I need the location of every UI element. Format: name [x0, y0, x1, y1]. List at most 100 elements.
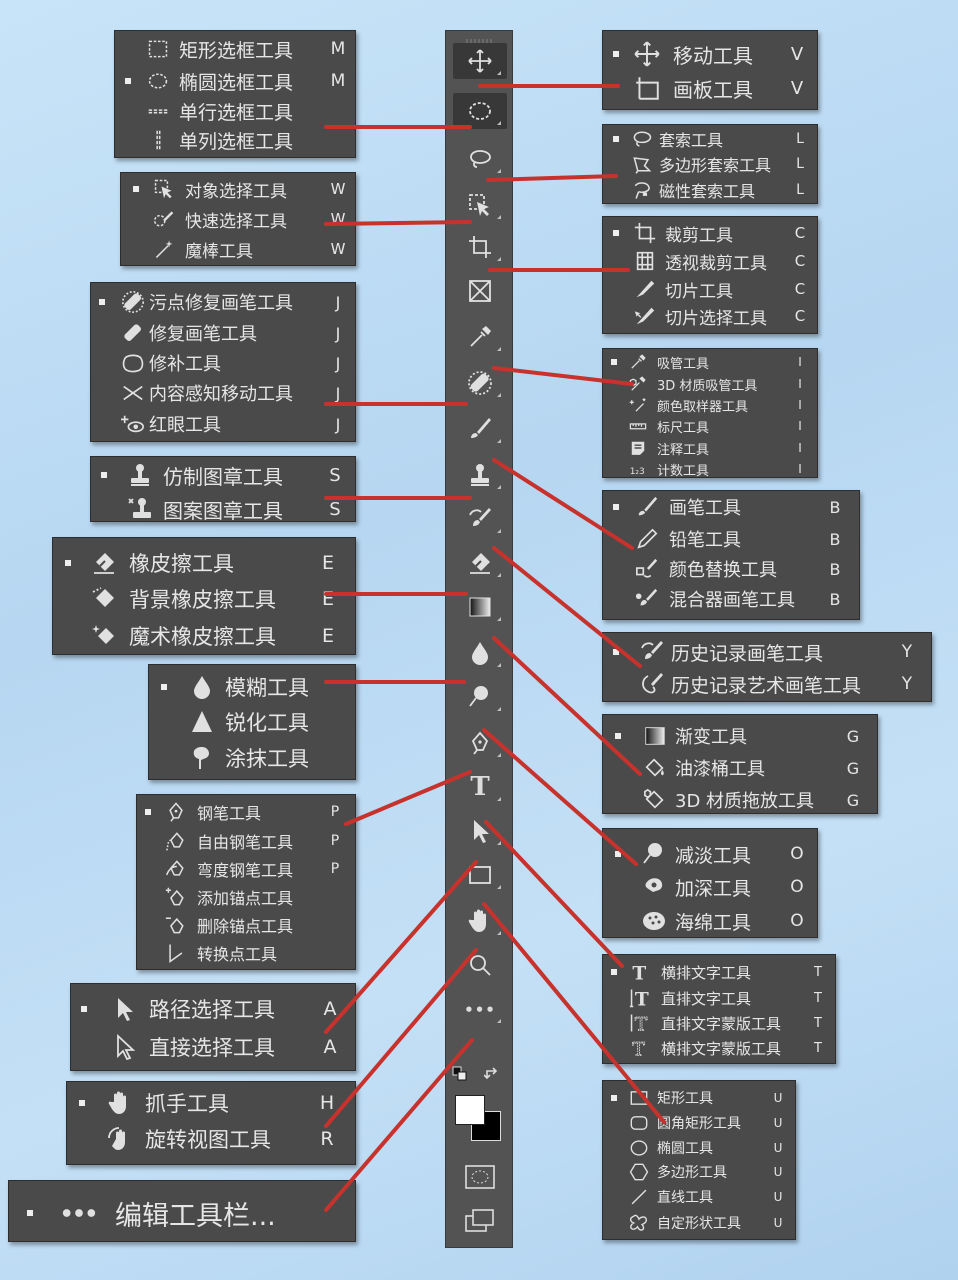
toolbar-crop-button[interactable]: [453, 229, 507, 265]
swap-colors-icon[interactable]: [484, 1065, 502, 1083]
toolbar-elliptical-marquee-button[interactable]: [453, 93, 507, 129]
flyout-item-blur[interactable]: 模糊工具: [149, 673, 355, 701]
toolbar-path-selection-button[interactable]: [453, 813, 507, 849]
quick-selection-icon: [153, 208, 175, 230]
flyout-item-single-column-marquee[interactable]: 单列选框工具: [115, 128, 355, 153]
toolbar-blur-button[interactable]: [453, 635, 507, 671]
flyout-item-single-row-marquee[interactable]: 单行选框工具: [115, 99, 355, 124]
screen-mode-icon[interactable]: [464, 1208, 496, 1234]
zoom-icon: [467, 952, 493, 978]
toolbar-eraser-button[interactable]: [453, 545, 507, 581]
flyout-item-more[interactable]: 编辑工具栏...: [9, 1192, 355, 1234]
toolbar-move-button[interactable]: [453, 43, 507, 79]
toolbar-pen-button[interactable]: [453, 725, 507, 761]
flyout-item-add-anchor[interactable]: 添加锚点工具: [137, 885, 355, 909]
toolbar-history-brush-button[interactable]: [453, 501, 507, 537]
toolbar-clone-stamp-button[interactable]: [453, 457, 507, 493]
toolbar-lasso-button[interactable]: [453, 141, 507, 177]
toolbar-zoom-button[interactable]: [453, 947, 507, 983]
toolbar-more-button[interactable]: •••: [453, 991, 507, 1027]
toolbar-object-selection-button[interactable]: [453, 187, 507, 223]
default-colors-icon[interactable]: [452, 1066, 468, 1082]
quick-mask-icon[interactable]: [464, 1164, 496, 1190]
toolbar-gradient-button[interactable]: [453, 589, 507, 625]
toolbar-eyedropper-button[interactable]: [453, 319, 507, 355]
flyout-item-delete-anchor[interactable]: 删除锚点工具: [137, 913, 355, 937]
toolbar-rectangle-button[interactable]: [453, 857, 507, 893]
toolbar-dodge-button[interactable]: [453, 679, 507, 715]
toolbar-spot-healing-button[interactable]: [453, 365, 507, 401]
flyout-item-convert-point[interactable]: 转换点工具: [137, 941, 355, 965]
foreground-color-swatch[interactable]: [455, 1095, 485, 1125]
toolbar-frame-button[interactable]: [453, 273, 507, 309]
toolbar-grip[interactable]: [466, 39, 494, 43]
shortcut-key: T: [814, 1040, 822, 1056]
flyout-item-smudge[interactable]: 涂抹工具: [149, 744, 355, 772]
slice-select-icon: [633, 304, 657, 328]
toolbar-brush-button[interactable]: [453, 411, 507, 447]
toolbar-hand-button[interactable]: [453, 903, 507, 939]
toolbar-type-button[interactable]: T: [453, 769, 507, 805]
flyout-item-sharpen[interactable]: 锐化工具: [149, 708, 355, 736]
